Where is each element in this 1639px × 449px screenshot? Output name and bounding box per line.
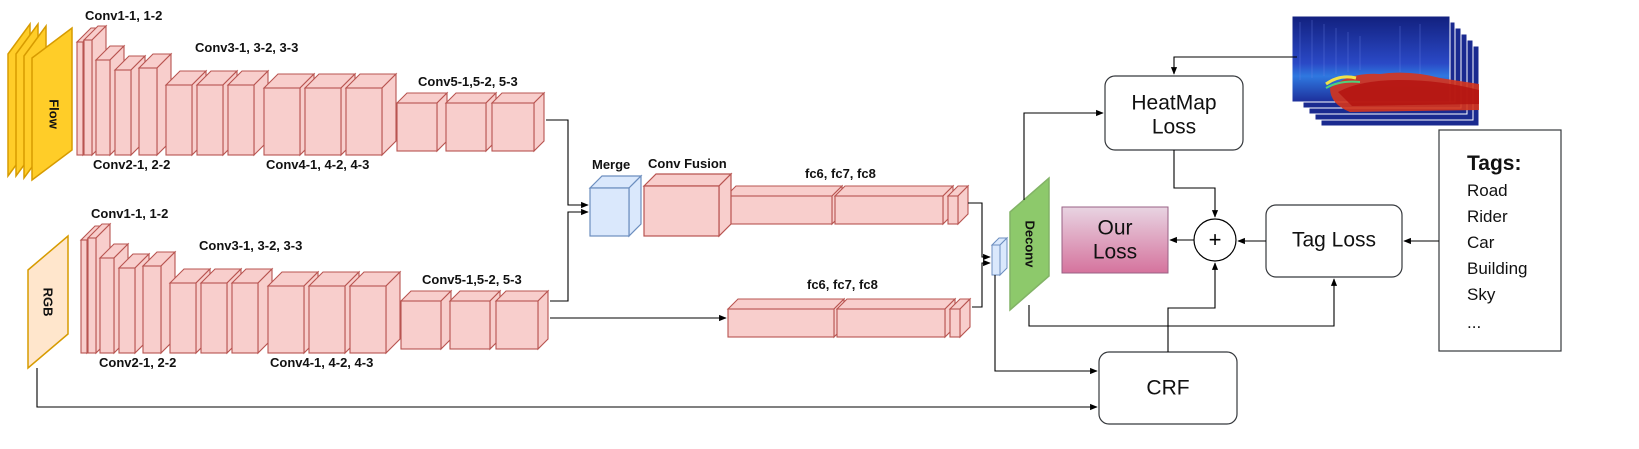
conv5-rgb-to-merge-arrow <box>550 208 589 302</box>
rgb-conv4-label: Conv4-1, 4-2, 4-3 <box>270 355 373 370</box>
our-loss-line1: Our <box>1097 217 1132 240</box>
flow-conv5-block <box>490 91 546 153</box>
our-loss-box <box>1061 206 1169 274</box>
conv-blocks-flow <box>75 24 546 157</box>
top-fc7-block <box>833 184 955 226</box>
rgb-conv4-block <box>348 270 402 355</box>
deconv-block <box>1009 176 1050 312</box>
tag-item: Road <box>1467 181 1508 200</box>
connectors <box>36 56 1439 411</box>
rgb-conv2-label: Conv2-1, 2-2 <box>99 355 176 370</box>
rgb-conv5-label: Conv5-1,5-2, 5-3 <box>422 272 522 287</box>
tag-item: Car <box>1467 233 1495 252</box>
rgb-to-crf-arrow <box>36 368 1098 411</box>
our-loss-line2: Loss <box>1093 241 1137 264</box>
tag-item: Rider <box>1467 207 1508 226</box>
sum-symbol: + <box>1209 227 1222 252</box>
tag-item: Sky <box>1467 285 1496 304</box>
fc-blocks-top <box>724 184 970 226</box>
conv-blocks-rgb <box>79 222 550 355</box>
deconv-label: Deconv <box>1023 221 1038 269</box>
fc-top-to-deconv-arrow <box>968 202 991 261</box>
merge-block <box>588 174 643 238</box>
rgb-conv3-label: Conv3-1, 3-2, 3-3 <box>199 238 302 253</box>
flow-conv5-label: Conv5-1,5-2, 5-3 <box>418 74 518 89</box>
bottom-fc8-block <box>948 297 972 339</box>
fc-blocks-bottom <box>726 297 972 339</box>
conv-fusion-label: Conv Fusion <box>648 156 727 171</box>
deconv-to-tagloss-arrow <box>1028 278 1338 327</box>
rgb-conv5-block <box>399 289 453 351</box>
flow-conv3-label: Conv3-1, 3-2, 3-3 <box>195 40 298 55</box>
heatmap-loss-line1: HeatMap <box>1131 92 1216 115</box>
crf-text: CRF <box>1146 377 1189 400</box>
flow-conv2-label: Conv2-1, 2-2 <box>93 157 170 172</box>
flow-conv1-label: Conv1-1, 1-2 <box>85 8 162 23</box>
flow-conv3-block <box>226 69 270 157</box>
flow-label: Flow <box>47 99 62 129</box>
fc-bottom-to-deconv-arrow <box>972 259 991 308</box>
image-to-heatmap-arrow <box>1170 56 1297 75</box>
rgb-label: RGB <box>41 288 56 317</box>
crf-to-sum-arrow <box>1167 262 1219 352</box>
tag-loss-text: Tag Loss <box>1292 229 1376 252</box>
tag-item: Building <box>1467 259 1528 278</box>
tag-item: ... <box>1467 313 1481 332</box>
conv-fusion-block <box>642 172 733 238</box>
bottom-fc6-block <box>726 297 846 339</box>
fc-bottom-label: fc6, fc7, fc8 <box>807 277 878 292</box>
tags-title: Tags: <box>1467 152 1521 175</box>
rgb-conv5-block <box>494 289 550 351</box>
merge-label: Merge <box>592 157 630 172</box>
deconv-to-crf-arrow <box>994 275 1098 375</box>
heatmap-image-stack <box>1291 15 1480 127</box>
flow-conv5-block <box>395 91 449 153</box>
deconv-to-heatmap-arrow <box>1023 109 1104 200</box>
tags-box <box>1438 129 1562 352</box>
fc-top-label: fc6, fc7, fc8 <box>805 166 876 181</box>
flow-conv5-block <box>444 91 498 153</box>
bottom-fc7-block <box>835 297 957 339</box>
top-fc6-block <box>724 184 844 226</box>
rgb-conv3-block <box>230 267 274 355</box>
deconv-input-node <box>990 236 1009 277</box>
flow-conv4-block <box>344 72 398 157</box>
top-fc8-block <box>946 184 970 226</box>
rgb-input <box>27 234 69 370</box>
heatmap-loss-line2: Loss <box>1152 116 1196 139</box>
heatmap-to-sum-arrow <box>1173 150 1219 218</box>
rgb-conv1-label: Conv1-1, 1-2 <box>91 206 168 221</box>
flow-conv4-label: Conv4-1, 4-2, 4-3 <box>266 157 369 172</box>
conv5-flow-to-merge-arrow <box>546 119 589 209</box>
flow-input-stack <box>7 21 73 182</box>
rgb-conv5-block <box>448 289 502 351</box>
